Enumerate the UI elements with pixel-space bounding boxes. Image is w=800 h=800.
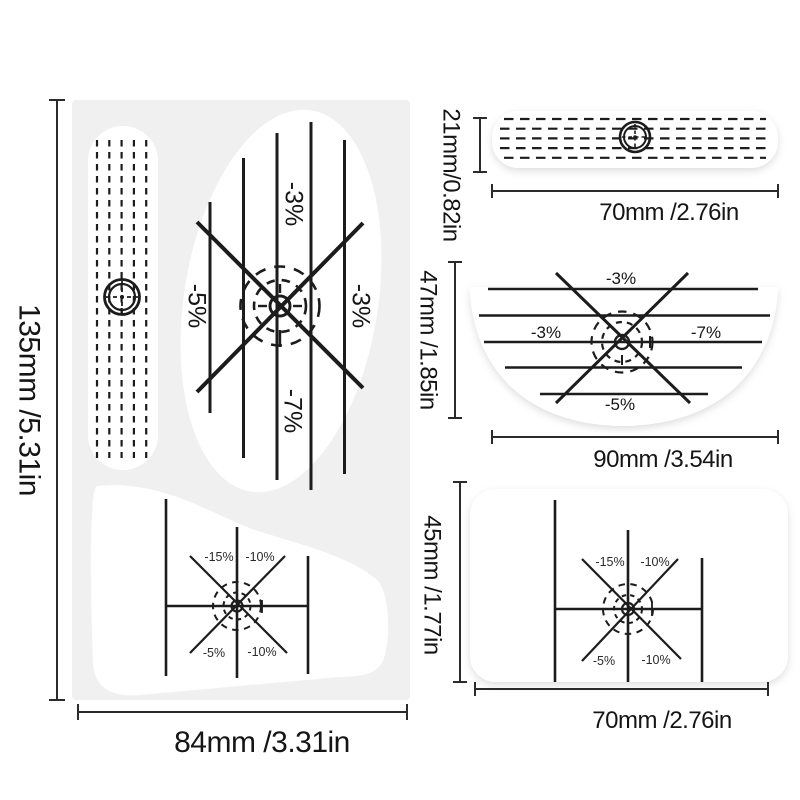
sheet-height-label: 135mm /5.31in [13, 304, 46, 496]
pill-height-dimension: 21mm/0.82in [438, 108, 487, 242]
square-detail: -15% -10% -5% -10% 45mm /1.77in 70mm /2.… [419, 481, 788, 734]
halfmoon-shape [470, 287, 778, 426]
diagonal-lines [581, 558, 682, 662]
target-icon [618, 120, 652, 154]
horizontal-alignment-lines [479, 287, 770, 396]
slope-label-tl: -15% [204, 550, 233, 564]
diagonal-lines [189, 555, 288, 654]
square-height-dimension: 45mm /1.77in [419, 481, 467, 683]
square-width-label: 70mm /2.76in [592, 707, 731, 734]
sticker-sheet-panel: -3% -5% -3% -7% -15% [13, 99, 410, 759]
crosshair-lines [553, 500, 704, 682]
slope-label-bottom: -5% [605, 395, 635, 414]
slope-label-tr: -10% [640, 555, 669, 569]
slope-label-top: -3% [606, 269, 636, 288]
sheet-width-dimension: 84mm /3.31in [77, 704, 408, 759]
slope-label-bl: -5% [593, 654, 615, 668]
slope-label-br: -10% [641, 653, 670, 667]
slope-label-left: -5% [182, 284, 210, 328]
slope-label-right: -3% [346, 284, 374, 328]
halfmoon-height-dimension: 47mm /1.85in [415, 261, 462, 419]
pill-width-label: 70mm /2.76in [599, 199, 738, 226]
grip-pill-detail: 21mm/0.82in 70mm /2.76in [438, 108, 779, 242]
slope-label-tr: -10% [245, 550, 274, 564]
slope-label-br: -10% [247, 645, 276, 659]
halfmoon-detail: -3% -3% -7% -5% 47mm /1.85in 90mm /3.54i… [415, 261, 779, 473]
cross-diagonal-lines [554, 271, 692, 405]
slope-label-tl: -15% [595, 555, 624, 569]
slope-label-right: -7% [691, 323, 721, 342]
halfmoon-width-dimension: 90mm /3.54in [491, 430, 779, 473]
grip-pill-sticker [88, 126, 158, 470]
sheet-width-label: 84mm /3.31in [174, 726, 350, 759]
square-height-label: 45mm /1.77in [419, 515, 446, 654]
slope-label-top: -3% [279, 182, 307, 226]
slope-label-bottom: -7% [278, 389, 306, 433]
sheet-height-dimension: 135mm /5.31in [13, 99, 65, 701]
slope-label-bl: -5% [203, 646, 225, 660]
target-icon [590, 310, 654, 374]
oval-slope-sticker: -3% -5% -3% -7% [180, 109, 382, 493]
cross-diagonal-lines [195, 220, 365, 394]
pill-height-label: 21mm/0.82in [438, 108, 465, 241]
target-icon [212, 581, 263, 631]
putter-head-sticker: -15% -10% -5% -10% [90, 485, 389, 696]
square-width-dimension: 70mm /2.76in [474, 682, 769, 734]
target-icon [103, 278, 141, 316]
slope-label-left: -3% [531, 323, 561, 342]
target-icon [602, 583, 654, 635]
oval-shape [180, 109, 382, 493]
target-icon [239, 265, 321, 347]
pill-width-dimension: 70mm /2.76in [491, 184, 779, 226]
halfmoon-width-label: 90mm /3.54in [593, 446, 732, 473]
halfmoon-height-label: 47mm /1.85in [415, 270, 442, 409]
